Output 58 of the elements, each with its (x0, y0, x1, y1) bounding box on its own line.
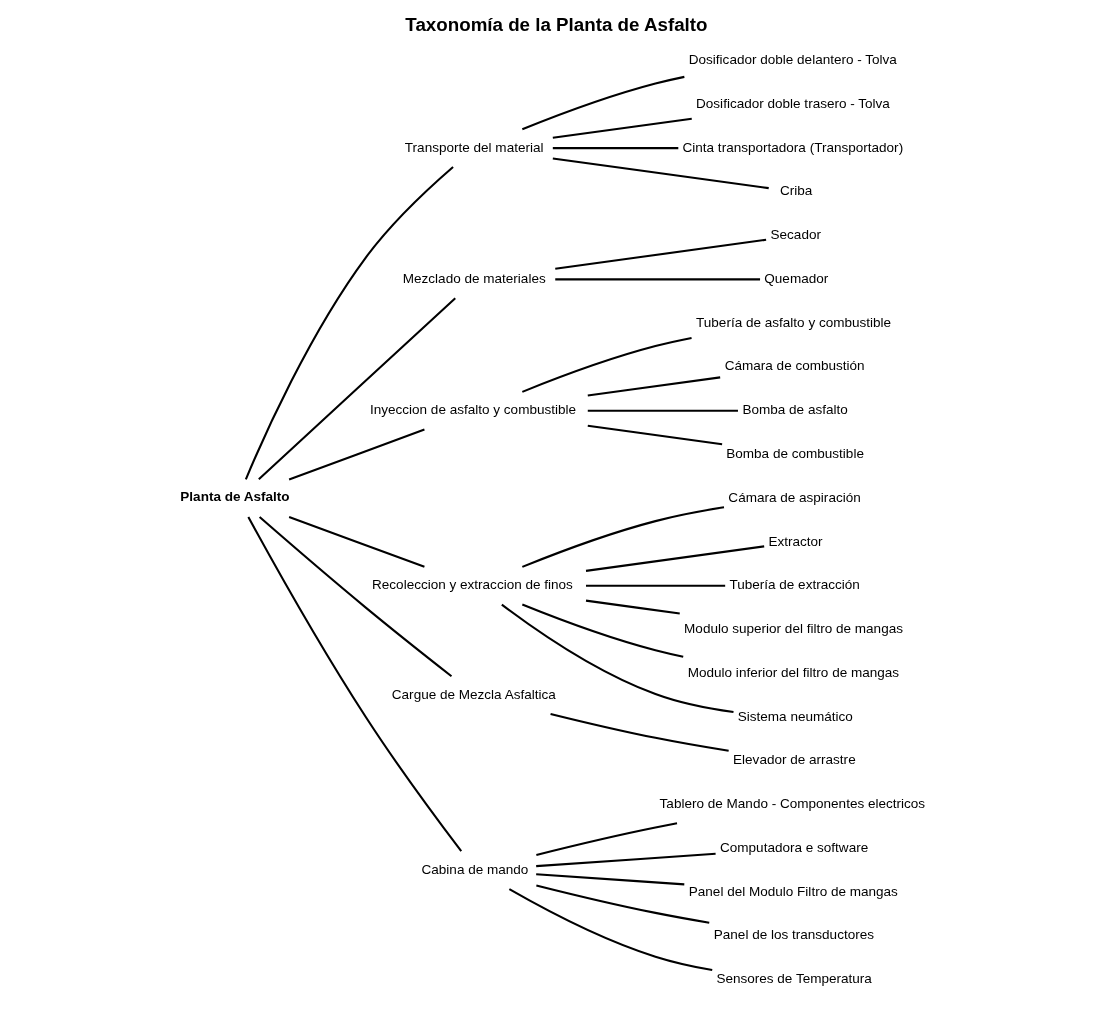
connector (246, 516, 462, 852)
node-text: Cinta transportadora (Transportador) (682, 139, 903, 155)
node-text: Cámara de combustión (724, 358, 865, 374)
connector (521, 75, 685, 131)
node-text: Inyeccion de asfalto y combustible (369, 402, 576, 418)
node-text: Cargue de Mezcla Asfaltica (391, 686, 556, 702)
diagram-title: Taxonomía de la Planta de Asfalto (404, 13, 708, 35)
node-text: Recoleccion y extraccion de finos (371, 577, 573, 593)
connector (554, 238, 766, 270)
node-text: Tablero de Mando - Componentes electricos (659, 796, 925, 812)
connector (500, 603, 734, 714)
node-text: Tubería de extracción (728, 577, 860, 593)
connector (585, 584, 725, 587)
node-text: Panel del Modulo Filtro de mangas (688, 883, 898, 899)
connector (549, 712, 729, 752)
connector (552, 147, 678, 150)
connector (535, 852, 716, 868)
connector (554, 278, 760, 281)
node-text: Extractor (767, 533, 823, 549)
connector (244, 166, 454, 480)
node-text: Modulo superior del filtro de mangas (683, 621, 903, 637)
node-text: Cámara de aspiración (727, 489, 861, 505)
connector (587, 376, 720, 397)
node-text: Computadora e software (719, 839, 868, 855)
connector (288, 428, 425, 481)
node-text: Elevador de arrastre (732, 752, 856, 768)
connector (535, 884, 709, 924)
node-text: Tubería de asfalto y combustible (695, 314, 891, 330)
node-text: Sensores de Temperatura (715, 971, 872, 987)
node-text: Planta de Asfalto (179, 488, 290, 504)
node-text: Mezclado de materiales (402, 270, 546, 286)
connector (585, 599, 680, 615)
connector (587, 409, 738, 412)
node-text: Panel de los transductores (713, 927, 874, 943)
node-text: Modulo inferior del filtro de mangas (687, 664, 899, 680)
connector (288, 516, 425, 568)
connector (535, 822, 677, 856)
connector (508, 888, 712, 972)
connector (587, 424, 722, 446)
connector (521, 336, 692, 393)
connector (552, 157, 769, 190)
node-text: Bomba de asfalto (741, 402, 848, 418)
connector (585, 545, 764, 572)
node-text: Criba (779, 183, 812, 199)
node-text: Secador (770, 227, 821, 243)
connector (257, 297, 456, 480)
node-text: Sistema neumático (737, 708, 853, 724)
node-text: Transporte del material (404, 139, 543, 155)
connector (258, 516, 452, 678)
connector (535, 873, 684, 886)
node-text: Quemador (763, 270, 828, 286)
node-text: Dosificador doble trasero - Tolva (695, 95, 890, 111)
node-text: Bomba de combustible (725, 445, 864, 461)
node-text: Dosificador doble delantero - Tolva (688, 52, 897, 68)
node-text: Cabina de mando (421, 861, 528, 877)
connector (521, 506, 724, 568)
connector (521, 603, 683, 658)
connector (552, 117, 692, 139)
